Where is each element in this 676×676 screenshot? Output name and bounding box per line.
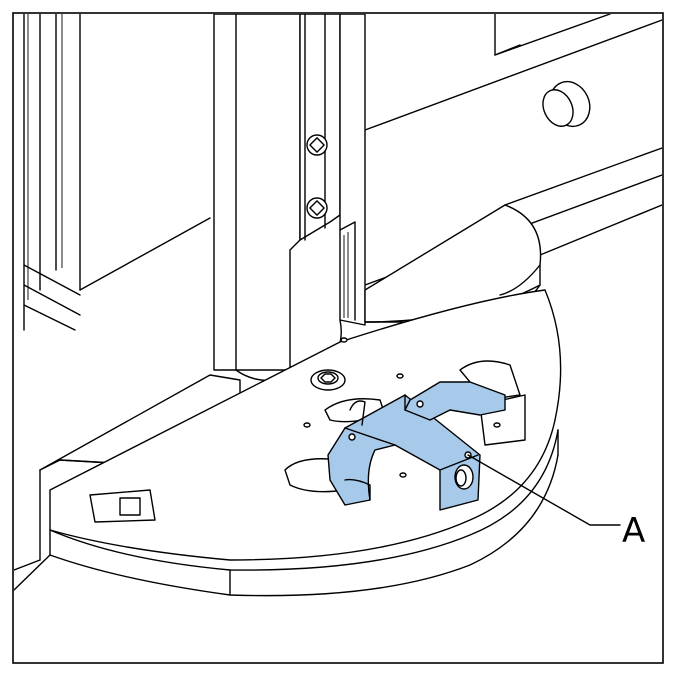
- socket-bolt-icon: [310, 369, 346, 391]
- left-door-frame: [23, 14, 211, 331]
- callout-label: A: [622, 511, 645, 551]
- screw-holes: [303, 337, 501, 478]
- vertical-column: [213, 14, 366, 371]
- knob-icon: [542, 80, 591, 128]
- figure-frame: [12, 12, 664, 664]
- bolt-icon: [306, 134, 328, 219]
- callout-leader-line: [467, 454, 621, 526]
